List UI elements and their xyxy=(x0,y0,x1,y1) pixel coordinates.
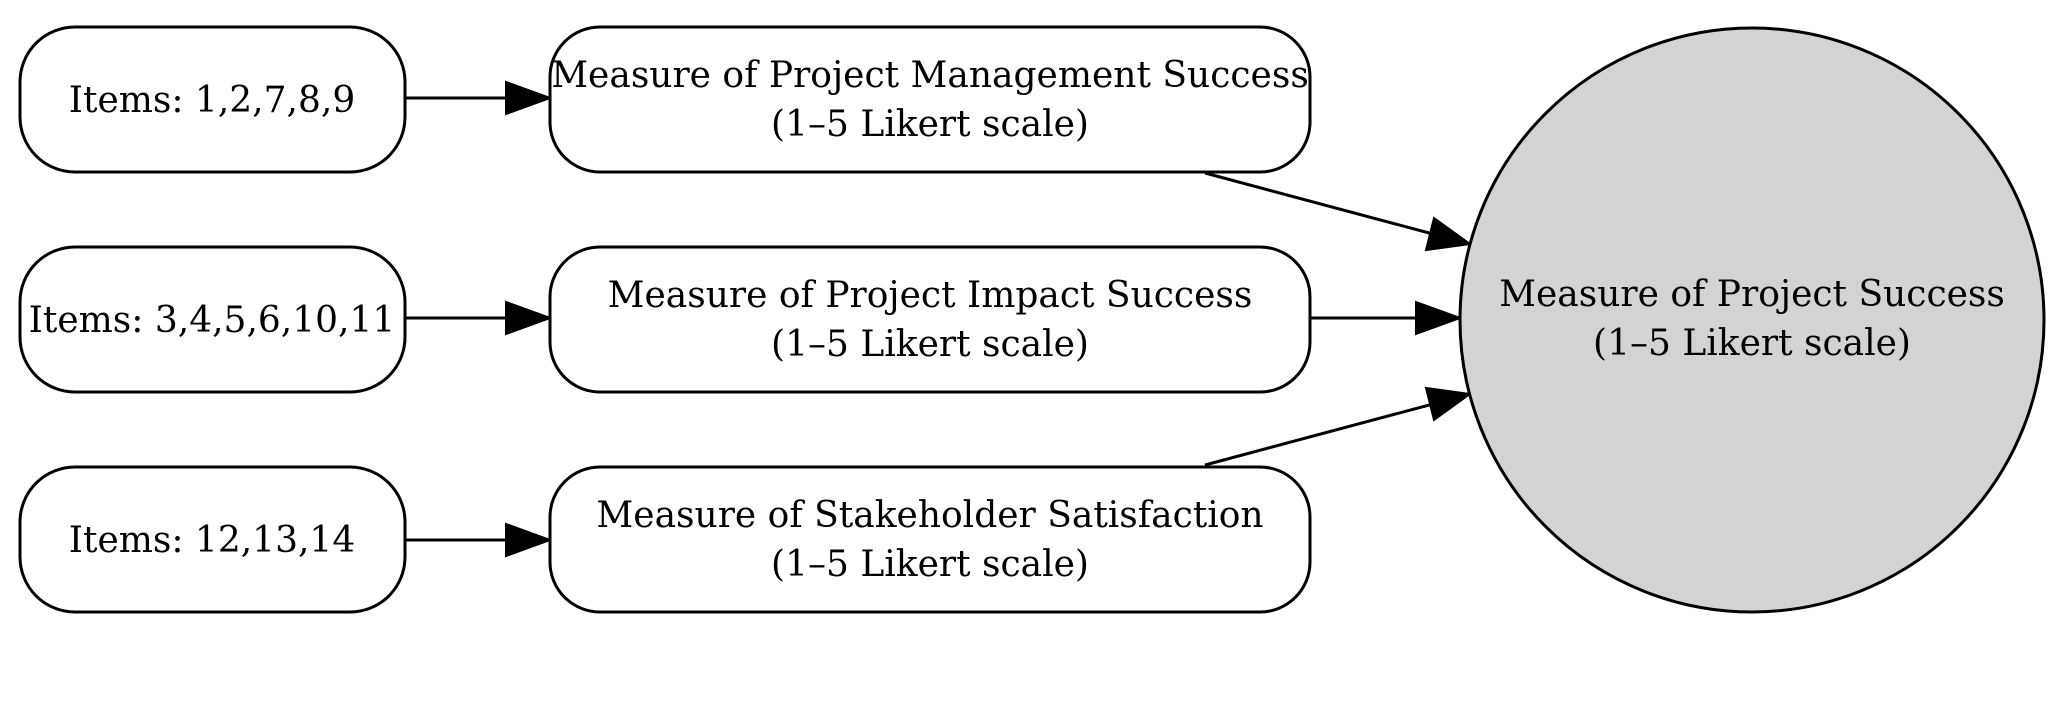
edge-pm-success-to-project-success xyxy=(1204,171,1434,236)
arrowhead-project-success-bottom xyxy=(1424,386,1473,422)
node-items-stakeholder-box xyxy=(18,465,407,614)
arrowhead-project-success-middle xyxy=(1415,300,1463,336)
node-items-pm-box xyxy=(18,25,407,174)
node-stakeholder-satisfaction-scale: (1–5 Likert scale) xyxy=(771,544,1089,585)
node-impact-success-scale: (1–5 Likert scale) xyxy=(771,324,1089,365)
node-impact-success: Measure of Project Impact Success (1–5 L… xyxy=(548,245,1312,394)
node-pm-success-title: Measure of Project Management Success xyxy=(551,55,1309,96)
node-impact-success-box xyxy=(548,245,1312,394)
node-stakeholder-satisfaction-box xyxy=(548,465,1312,614)
node-items-impact-label: Items: 3,4,5,6,10,11 xyxy=(29,300,396,341)
node-pm-success-scale: (1–5 Likert scale) xyxy=(771,104,1089,145)
edges xyxy=(405,80,1473,558)
arrowhead-project-success-top xyxy=(1424,216,1473,252)
node-items-impact-box xyxy=(18,245,407,394)
arrowhead-pm-success xyxy=(505,80,553,116)
node-project-success-title: Measure of Project Success xyxy=(1499,274,2005,315)
node-items-pm-label: Items: 1,2,7,8,9 xyxy=(69,80,355,121)
node-impact-success-title: Measure of Project Impact Success xyxy=(608,275,1253,316)
node-pm-success: Measure of Project Management Success (1… xyxy=(548,25,1312,174)
node-items-stakeholder: Items: 12,13,14 xyxy=(18,465,407,614)
node-project-success-circle xyxy=(1458,26,2046,614)
node-stakeholder-satisfaction: Measure of Stakeholder Satisfaction (1–5… xyxy=(548,465,1312,614)
edge-stakeholder-satisfaction-to-project-success xyxy=(1204,402,1434,467)
node-items-pm: Items: 1,2,7,8,9 xyxy=(18,25,407,174)
node-items-impact: Items: 3,4,5,6,10,11 xyxy=(18,245,407,394)
node-project-success-scale: (1–5 Likert scale) xyxy=(1593,323,1911,364)
node-project-success: Measure of Project Success (1–5 Likert s… xyxy=(1458,26,2046,614)
arrowhead-impact-success xyxy=(505,300,553,336)
node-items-stakeholder-label: Items: 12,13,14 xyxy=(69,520,356,561)
node-pm-success-box xyxy=(548,25,1312,174)
node-stakeholder-satisfaction-title: Measure of Stakeholder Satisfaction xyxy=(596,495,1263,536)
arrowhead-stakeholder-satisfaction xyxy=(505,522,553,558)
